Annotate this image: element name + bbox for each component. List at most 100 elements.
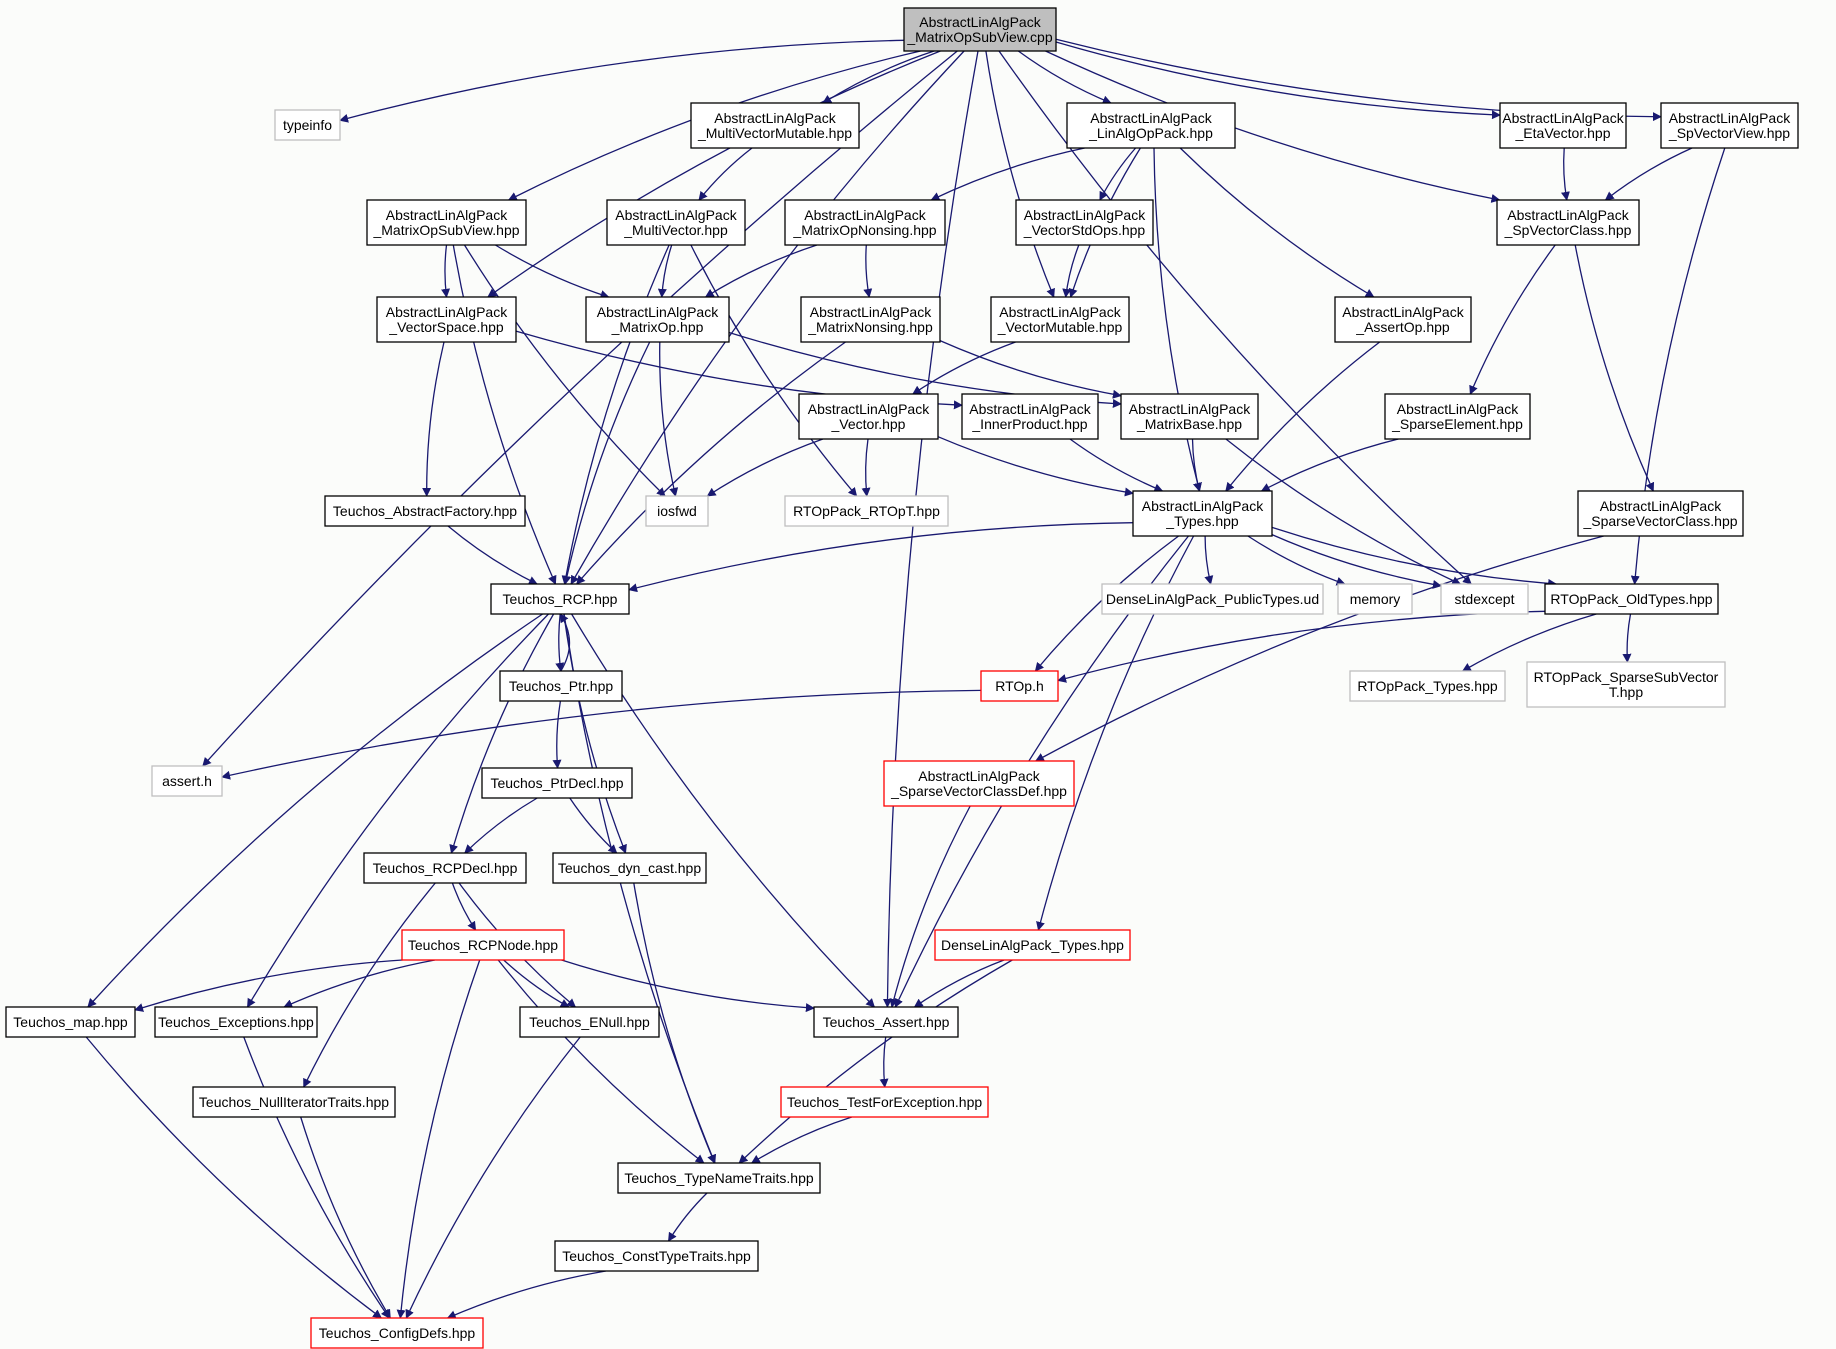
node-rcp[interactable]: Teuchos_RCP.hpp	[490, 583, 630, 615]
node-box-ptr[interactable]	[499, 670, 623, 702]
node-box-typeinfo[interactable]	[274, 109, 341, 141]
node-box-rcpnode[interactable]	[401, 929, 565, 961]
node-box-oldtypes[interactable]	[1544, 583, 1719, 615]
node-rtopt[interactable]: RTOpPack_RTOpT.hpp	[784, 495, 949, 527]
node-vectormutable[interactable]: AbstractLinAlgPack_VectorMutable.hpp	[990, 296, 1130, 343]
node-dyncast[interactable]: Teuchos_dyn_cast.hpp	[552, 852, 707, 884]
node-box-vector[interactable]	[798, 393, 939, 440]
node-abstractfactory[interactable]: Teuchos_AbstractFactory.hpp	[324, 495, 526, 527]
node-box-rtoph[interactable]	[980, 670, 1059, 702]
node-box-matrixop[interactable]	[585, 296, 730, 343]
node-memory[interactable]: memory	[1337, 583, 1413, 615]
node-exceptions[interactable]: Teuchos_Exceptions.hpp	[154, 1006, 318, 1038]
node-box-multivector[interactable]	[606, 199, 746, 246]
node-enull[interactable]: Teuchos_ENull.hpp	[519, 1006, 660, 1038]
node-vectorstdops[interactable]: AbstractLinAlgPack_VectorStdOps.hpp	[1015, 199, 1154, 246]
node-box-sparsevectorclass[interactable]	[1577, 490, 1744, 537]
node-asserth[interactable]: assert.h	[151, 765, 223, 797]
node-box-vectorspace[interactable]	[376, 296, 517, 343]
node-box-densepublic[interactable]	[1101, 583, 1324, 615]
node-assertop[interactable]: AbstractLinAlgPack_AssertOp.hpp	[1334, 296, 1472, 343]
node-box-assertop[interactable]	[1334, 296, 1472, 343]
node-box-abstractfactory[interactable]	[324, 495, 526, 527]
node-box-vectormutable[interactable]	[990, 296, 1130, 343]
node-box-spvectorclass[interactable]	[1496, 199, 1640, 246]
node-matrixop[interactable]: AbstractLinAlgPack_MatrixOp.hpp	[585, 296, 730, 343]
node-root[interactable]: AbstractLinAlgPack_MatrixOpSubView.cpp	[903, 7, 1057, 52]
node-spvectorview[interactable]: AbstractLinAlgPack_SpVectorView.hpp	[1660, 102, 1799, 149]
node-vectorspace[interactable]: AbstractLinAlgPack_VectorSpace.hpp	[376, 296, 517, 343]
node-sparsevectorclassdef[interactable]: AbstractLinAlgPack_SparseVectorClassDef.…	[883, 760, 1075, 807]
node-box-sparsesubvector[interactable]	[1526, 661, 1726, 708]
node-rtoppacktypes[interactable]: RTOpPack_Types.hpp	[1349, 670, 1506, 702]
node-etavector[interactable]: AbstractLinAlgPack_EtaVector.hpp	[1499, 102, 1627, 149]
node-types[interactable]: AbstractLinAlgPack_Types.hpp	[1132, 490, 1273, 537]
node-iosfwd[interactable]: iosfwd	[645, 495, 709, 527]
node-box-matrixopnonsing[interactable]	[784, 199, 946, 246]
node-box-sparsevectorclassdef[interactable]	[883, 760, 1075, 807]
node-box-enull[interactable]	[519, 1006, 660, 1038]
node-vector[interactable]: AbstractLinAlgPack_Vector.hpp	[798, 393, 939, 440]
node-rcpdecl[interactable]: Teuchos_RCPDecl.hpp	[363, 852, 527, 884]
node-box-assert[interactable]	[813, 1006, 959, 1038]
node-multivectormutable[interactable]: AbstractLinAlgPack_MultiVectorMutable.hp…	[690, 102, 860, 149]
node-box-nulliterator[interactable]	[192, 1086, 396, 1118]
node-spvectorclass[interactable]: AbstractLinAlgPack_SpVectorClass.hpp	[1496, 199, 1640, 246]
node-box-iosfwd[interactable]	[645, 495, 709, 527]
node-box-densetypes[interactable]	[934, 929, 1131, 961]
node-box-multivectormutable[interactable]	[690, 102, 860, 149]
node-sparseelement[interactable]: AbstractLinAlgPack_SparseElement.hpp	[1384, 393, 1531, 440]
node-configdefs[interactable]: Teuchos_ConfigDefs.hpp	[310, 1317, 484, 1349]
node-box-map[interactable]	[5, 1006, 136, 1038]
node-box-vectorstdops[interactable]	[1015, 199, 1154, 246]
node-matrixopnonsing[interactable]: AbstractLinAlgPack_MatrixOpNonsing.hpp	[784, 199, 946, 246]
node-multivector[interactable]: AbstractLinAlgPack_MultiVector.hpp	[606, 199, 746, 246]
node-box-matrixnonsing[interactable]	[800, 296, 941, 343]
node-densepublic[interactable]: DenseLinAlgPack_PublicTypes.ud	[1101, 583, 1324, 615]
node-box-stdexcept[interactable]	[1440, 583, 1529, 615]
node-assert[interactable]: Teuchos_Assert.hpp	[813, 1006, 959, 1038]
node-rtoph[interactable]: RTOp.h	[980, 670, 1059, 702]
node-box-testforexception[interactable]	[780, 1086, 989, 1118]
node-box-exceptions[interactable]	[154, 1006, 318, 1038]
node-ptr[interactable]: Teuchos_Ptr.hpp	[499, 670, 623, 702]
node-innerproduct[interactable]: AbstractLinAlgPack_InnerProduct.hpp	[961, 393, 1099, 440]
node-box-sparseelement[interactable]	[1384, 393, 1531, 440]
node-box-root[interactable]	[903, 7, 1057, 52]
node-stdexcept[interactable]: stdexcept	[1440, 583, 1529, 615]
node-densetypes[interactable]: DenseLinAlgPack_Types.hpp	[934, 929, 1131, 961]
node-rcpnode[interactable]: Teuchos_RCPNode.hpp	[401, 929, 565, 961]
node-box-asserth[interactable]	[151, 765, 223, 797]
node-box-rtopt[interactable]	[784, 495, 949, 527]
node-box-consttypetraits[interactable]	[554, 1240, 759, 1272]
node-box-matrixopsubview_h[interactable]	[366, 199, 527, 246]
node-box-linalgoppack[interactable]	[1066, 102, 1236, 149]
node-box-configdefs[interactable]	[310, 1317, 484, 1349]
node-typeinfo[interactable]: typeinfo	[274, 109, 341, 141]
node-matrixbase[interactable]: AbstractLinAlgPack_MatrixBase.hpp	[1120, 393, 1259, 440]
node-linalgoppack[interactable]: AbstractLinAlgPack_LinAlgOpPack.hpp	[1066, 102, 1236, 149]
node-box-ptrdecl[interactable]	[481, 767, 633, 799]
node-typenametraits[interactable]: Teuchos_TypeNameTraits.hpp	[617, 1162, 821, 1194]
node-box-types[interactable]	[1132, 490, 1273, 537]
node-matrixopsubview_h[interactable]: AbstractLinAlgPack_MatrixOpSubView.hpp	[366, 199, 527, 246]
node-testforexception[interactable]: Teuchos_TestForException.hpp	[780, 1086, 989, 1118]
node-box-typenametraits[interactable]	[617, 1162, 821, 1194]
node-box-dyncast[interactable]	[552, 852, 707, 884]
node-box-memory[interactable]	[1337, 583, 1413, 615]
node-nulliterator[interactable]: Teuchos_NullIteratorTraits.hpp	[192, 1086, 396, 1118]
node-box-rcp[interactable]	[490, 583, 630, 615]
node-sparsevectorclass[interactable]: AbstractLinAlgPack_SparseVectorClass.hpp	[1577, 490, 1744, 537]
node-consttypetraits[interactable]: Teuchos_ConstTypeTraits.hpp	[554, 1240, 759, 1272]
node-box-etavector[interactable]	[1499, 102, 1627, 149]
node-box-matrixbase[interactable]	[1120, 393, 1259, 440]
node-box-innerproduct[interactable]	[961, 393, 1099, 440]
node-oldtypes[interactable]: RTOpPack_OldTypes.hpp	[1544, 583, 1719, 615]
node-map[interactable]: Teuchos_map.hpp	[5, 1006, 136, 1038]
node-box-rtoppacktypes[interactable]	[1349, 670, 1506, 702]
node-box-spvectorview[interactable]	[1660, 102, 1799, 149]
node-ptrdecl[interactable]: Teuchos_PtrDecl.hpp	[481, 767, 633, 799]
node-box-rcpdecl[interactable]	[363, 852, 527, 884]
node-matrixnonsing[interactable]: AbstractLinAlgPack_MatrixNonsing.hpp	[800, 296, 941, 343]
